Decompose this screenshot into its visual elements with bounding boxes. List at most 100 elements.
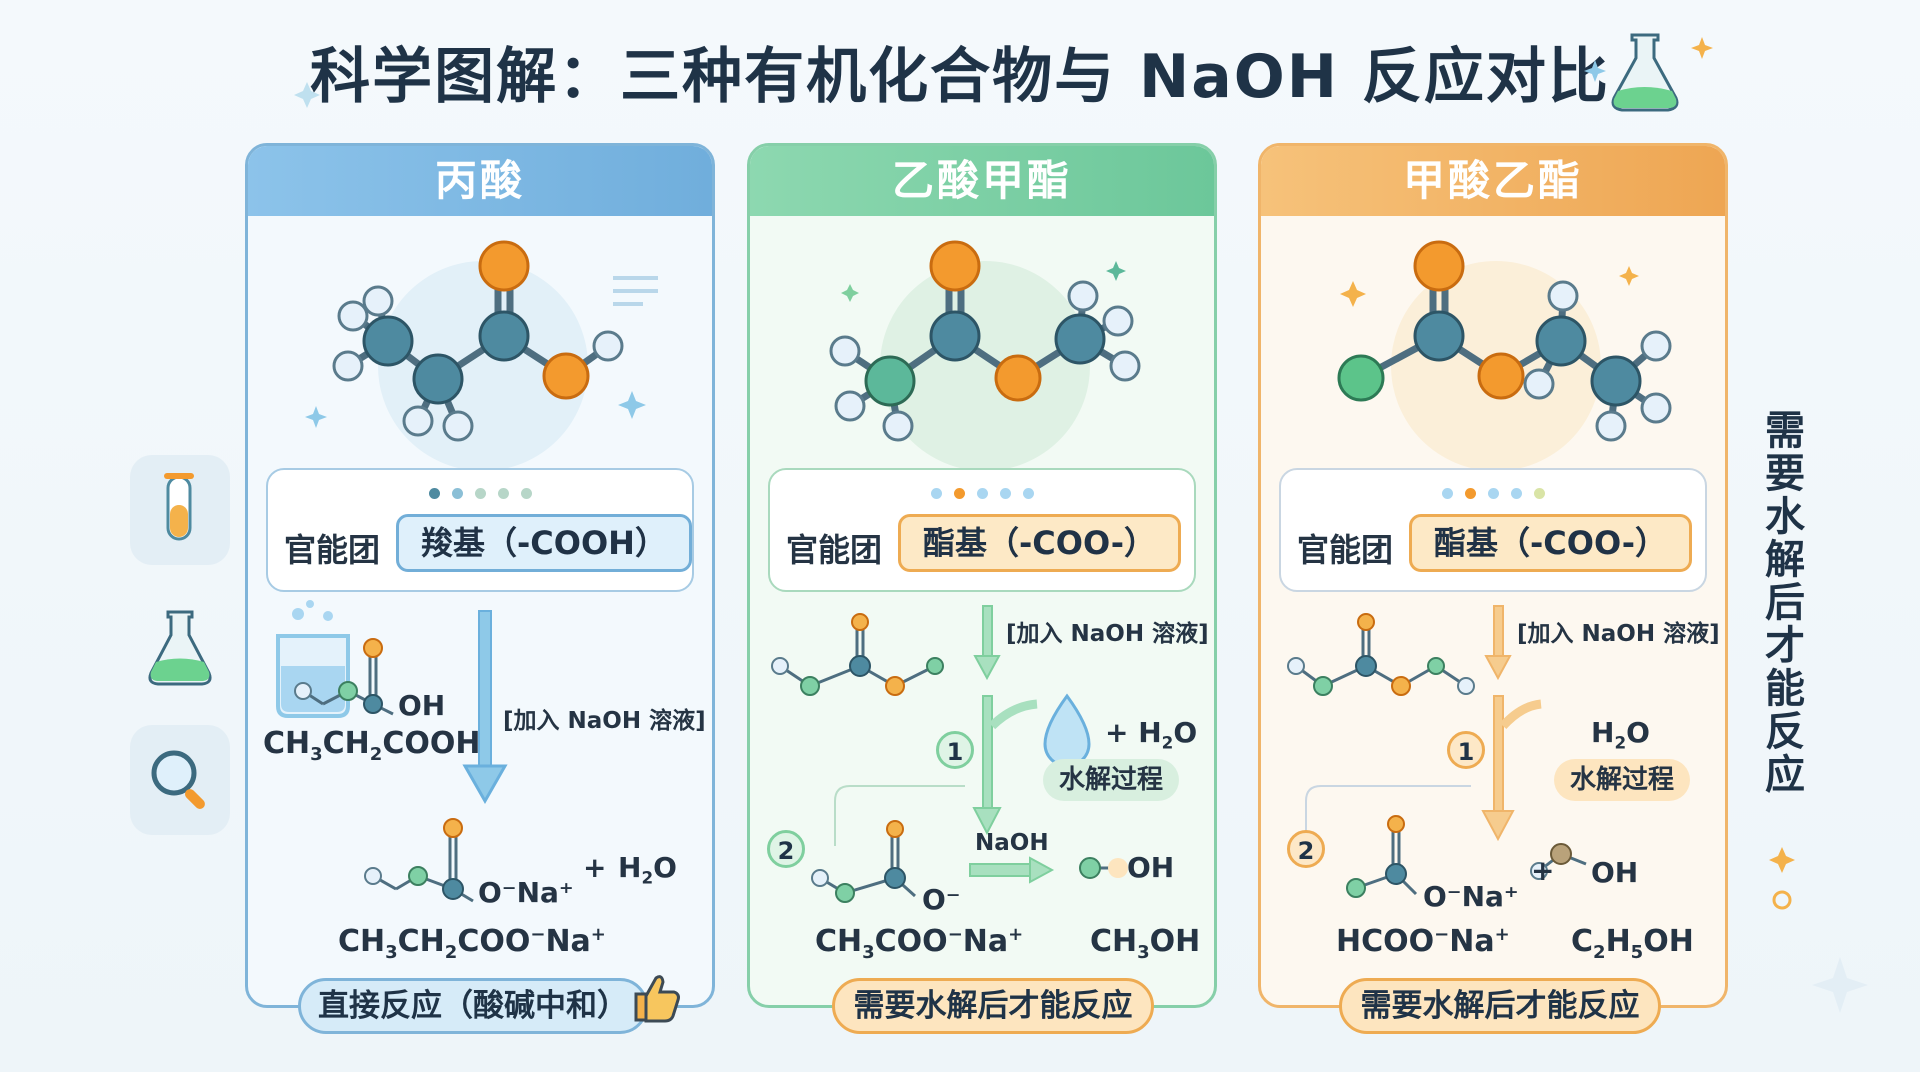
- hydrogen-atom-green: [1346, 878, 1366, 898]
- water-label: + H2O: [1105, 716, 1198, 753]
- step-2-badge: 2: [1287, 830, 1325, 868]
- reaction-arrowhead: [1484, 655, 1512, 681]
- carbon-atom: [1355, 655, 1377, 677]
- carbon-atom: [1385, 863, 1407, 885]
- functional-group-box: 官能团 酯基（-COO-）: [768, 468, 1196, 592]
- oxygen-glow: [1108, 858, 1128, 878]
- carbon-atom: [442, 878, 464, 900]
- functional-group-label: 官能团: [284, 531, 381, 569]
- carbon-atom: [362, 315, 414, 367]
- carbon-atom: [1313, 676, 1333, 696]
- hydrogen-atom: [1547, 280, 1579, 312]
- connector-line: [1305, 785, 1471, 836]
- carbon-atom: [338, 681, 358, 701]
- carbon-atom: [884, 867, 906, 889]
- reaction-area: OH CH3CH2COOH [加入 NaOH 溶液] O⁻Na⁺ + H2O C…: [248, 596, 718, 963]
- hydrogen-atom: [1067, 280, 1099, 312]
- atom-markers: [1337, 240, 1672, 442]
- oxygen-atom: [443, 818, 463, 838]
- sparkle-icon: [1619, 266, 1639, 286]
- acetate-ion-label: O⁻: [922, 883, 961, 916]
- sparkle-icon: [1691, 37, 1713, 59]
- flask-decoration: [1584, 33, 1713, 112]
- product-formula: HCOO−Na+: [1336, 924, 1510, 959]
- step-1-badge: 1: [1447, 731, 1485, 769]
- oxygen-atom: [1357, 613, 1375, 631]
- carbon-atom: [835, 883, 855, 903]
- hydrogen-atom: [882, 410, 914, 442]
- carbon-atom: [800, 676, 820, 696]
- carbon-atom: [294, 682, 312, 700]
- hydrogen-atom: [1640, 330, 1672, 362]
- reagent-label: [加入 NaOH 溶液]: [1006, 621, 1209, 647]
- reaction-arrowhead: [1481, 810, 1515, 842]
- product-water: H2O: [618, 851, 677, 888]
- water-label: H2O: [1591, 716, 1650, 753]
- oxygen-atom: [886, 820, 904, 838]
- hydrogen-atom: [829, 335, 861, 367]
- reactant-formula: CH3CH2COOH: [263, 726, 481, 765]
- conclusion-text: 直接反应（酸碱中和）: [318, 988, 628, 1024]
- naoh-label: NaOH: [975, 830, 1049, 856]
- thumbs-up-icon: [634, 975, 680, 1023]
- hydrogen-atom: [337, 300, 369, 332]
- carbon-atom: [1550, 843, 1572, 865]
- pager-dots: [268, 484, 692, 503]
- conclusion-badge: 需要水解后才能反应: [1339, 978, 1661, 1034]
- carbon-atom: [929, 310, 981, 362]
- hydrolysis-pill: 水解过程: [1043, 759, 1180, 801]
- flask-tile: [130, 600, 230, 710]
- sparkle-icon: [305, 406, 327, 428]
- alcohol-oh-label: OH: [1591, 856, 1639, 889]
- oxygen-atom: [929, 240, 981, 292]
- reaction-area: [加入 NaOH 溶液] 1 + H2O 水解过程 2 O⁻ NaOH OH C…: [750, 596, 1220, 963]
- carbon-atom: [412, 353, 464, 405]
- alcohol-formula: C2H5OH: [1571, 924, 1694, 963]
- pager-dots: [1281, 484, 1705, 503]
- panel-ethyl-formate: 甲酸乙酯 官能团 酯基（-COO-）: [1258, 143, 1728, 1034]
- hydrogen-atom: [1102, 305, 1134, 337]
- carbon-atom: [363, 694, 383, 714]
- hydrogen-atom: [1595, 410, 1627, 442]
- sparkle-icon: [294, 82, 320, 108]
- reactant-oh-label: OH: [398, 689, 446, 722]
- panel-title: 丙酸: [248, 146, 712, 216]
- reaction-arrowhead: [462, 764, 508, 805]
- magnifier-icon: [151, 750, 205, 809]
- panel-propionic-acid: 丙酸 官能团 羧基（-COOH）: [245, 143, 718, 1034]
- sparkle-icon: [1812, 957, 1868, 1013]
- oxygen-atom: [1387, 815, 1405, 833]
- sparkle-icon: [841, 284, 859, 302]
- hydrogen-atom: [1530, 862, 1548, 880]
- functional-group-box: 官能团 酯基（-COO-）: [1279, 468, 1707, 592]
- sparkle-icon: [1769, 847, 1795, 910]
- hydrogen-atom: [1640, 392, 1672, 424]
- magnifier-tile: [130, 725, 230, 835]
- sparkle-icon: [1106, 261, 1126, 281]
- oxygen-atom: [885, 676, 905, 696]
- carbon-atom: [408, 866, 428, 886]
- oxygen-atom: [994, 354, 1042, 402]
- conclusion-badge: 直接反应（酸碱中和）: [298, 978, 648, 1034]
- formate-ion-label: O⁻Na⁺: [1423, 880, 1519, 913]
- product-formula: CH3COO−Na+: [815, 924, 1024, 963]
- oxygen-atom: [1477, 352, 1525, 400]
- hydrogen-atom: [834, 390, 866, 422]
- side-note: 需要水解后才能反应: [1765, 408, 1805, 798]
- connector-line: [834, 785, 965, 846]
- carbon-atom: [1079, 857, 1101, 879]
- carbon-atom: [1054, 313, 1106, 365]
- product-plus: +: [1531, 854, 1555, 887]
- hydrogen-atom: [592, 330, 624, 362]
- product-formula: CH3CH2COO−Na+: [338, 924, 606, 963]
- hydrogen-atom: [332, 350, 364, 382]
- ethyl-formate-molecule: [1337, 240, 1672, 498]
- step-2-badge: 2: [767, 830, 805, 868]
- hydrogen-atom: [362, 285, 394, 317]
- carbon-atom: [478, 310, 530, 362]
- reaction-arrowhead: [973, 655, 1001, 681]
- reaction-arrow: [478, 610, 492, 777]
- oxygen-atom: [1413, 240, 1465, 292]
- oxygen-atom: [851, 613, 869, 631]
- hydrogen-atom-green: [1337, 354, 1385, 402]
